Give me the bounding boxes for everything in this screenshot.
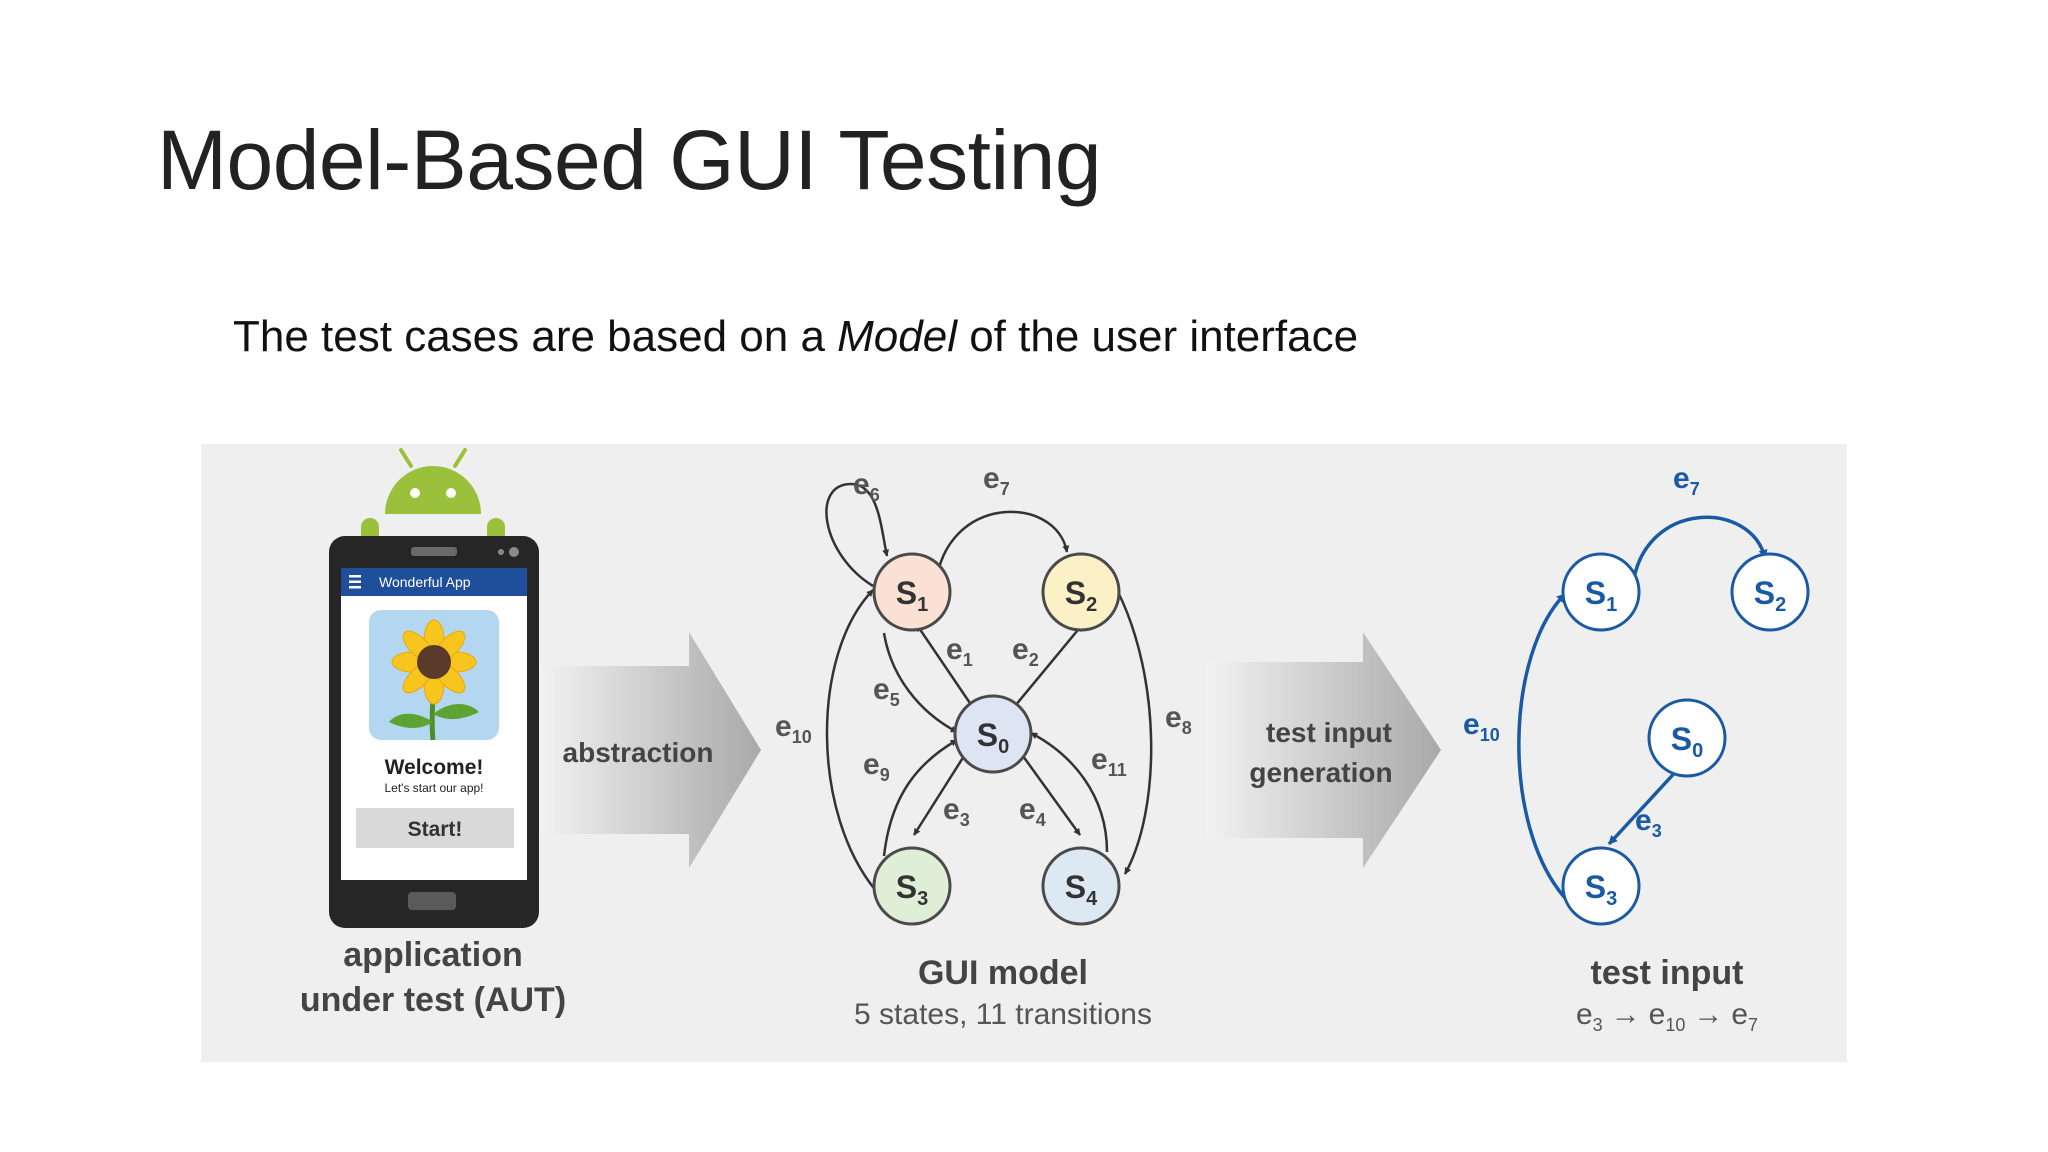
model-based-testing-figure: Wonderful App Welcome! Let's start our a… (201, 444, 1847, 1062)
event-label-e2: e2 (1012, 633, 1039, 670)
abstraction-label: abstraction (563, 737, 714, 768)
edge-e8 (1116, 591, 1153, 875)
state-subscript: 0 (998, 736, 1009, 758)
event-label-e1: e1 (946, 633, 973, 670)
sequence-arrow: → (1693, 998, 1723, 1031)
edge-e11 (1030, 731, 1109, 853)
event-label-e8: e8 (1165, 701, 1192, 738)
slide-title: Model-Based GUI Testing (157, 113, 1102, 207)
welcome-heading: Welcome! (385, 756, 484, 779)
state-s4: S4 (1041, 846, 1121, 926)
edge-e7 (934, 510, 1070, 585)
edge-e2 (1009, 624, 1083, 713)
gui-model-graph: S1 S2 S0 S3 S4 e6 e7 e1 e2 e5 e10 e8 e9 … (775, 462, 1192, 926)
subtitle-emphasis: Model (837, 312, 957, 361)
edge-e3 (912, 744, 973, 836)
gui-model-subtitle: 5 states, 11 transitions (854, 998, 1152, 1031)
edge-e4 (1013, 744, 1082, 836)
svg-text:S3: S3 (1585, 869, 1617, 910)
event-label-e10: e10 (775, 710, 812, 747)
svg-text:S2: S2 (1754, 575, 1786, 616)
hamburger-menu-icon (349, 575, 361, 589)
event-label-e7: e7 (983, 462, 1010, 499)
start-button-label: Start! (408, 818, 463, 841)
state-label: S (977, 717, 998, 753)
svg-text:S0: S0 (977, 717, 1009, 758)
state-subscript: 4 (1086, 888, 1098, 910)
aut-caption-line1: application (343, 936, 522, 974)
test-state-s1: S1 (1561, 552, 1641, 632)
test-input-title: test input (1591, 954, 1744, 992)
edge-e10 (825, 589, 878, 893)
state-s2: S2 (1041, 552, 1121, 632)
edge-e9 (882, 738, 958, 857)
subtitle-text-before: The test cases are based on a (233, 312, 838, 361)
event-label-e9: e9 (863, 748, 890, 785)
event-label-e5: e5 (873, 673, 900, 710)
state-s3: S3 (872, 846, 952, 926)
generation-label-line2: generation (1249, 757, 1392, 788)
welcome-subtext: Let's start our app! (384, 781, 483, 795)
test-state-s2: S2 (1730, 552, 1810, 632)
abstraction-arrow (539, 632, 761, 868)
event-label-e4: e4 (1019, 793, 1046, 830)
state-subscript: 3 (917, 888, 928, 910)
test-state-s0: S0 (1647, 698, 1727, 778)
state-s1: S1 (872, 552, 952, 632)
subtitle-text-after: of the user interface (956, 312, 1359, 361)
event-label-e6: e6 (853, 468, 880, 505)
app-title: Wonderful App (379, 574, 471, 590)
state-label: S (1065, 575, 1086, 611)
test-edge-e3 (1607, 764, 1683, 846)
svg-text:S3: S3 (896, 869, 928, 910)
gui-model-title: GUI model (918, 954, 1088, 992)
svg-text:S2: S2 (1065, 575, 1097, 616)
sunflower-image (369, 610, 499, 741)
start-button[interactable] (356, 808, 514, 848)
event-label-e11: e11 (1091, 743, 1127, 780)
state-label: S (896, 575, 917, 611)
svg-text:S1: S1 (1585, 575, 1617, 616)
test-event-label-e3: e3 (1635, 804, 1662, 841)
svg-text:S1: S1 (896, 575, 928, 616)
test-edge-e7 (1631, 515, 1768, 585)
svg-text:S4: S4 (1065, 869, 1098, 910)
aut-caption-line2: under test (AUT) (300, 981, 566, 1019)
edge-e1 (915, 624, 978, 713)
edge-e5 (882, 632, 958, 734)
generation-label-line1: test input (1266, 717, 1392, 748)
state-label: S (1065, 869, 1086, 905)
svg-text:S0: S0 (1671, 721, 1703, 762)
test-event-label-e7: e7 (1673, 462, 1700, 499)
state-label: S (896, 869, 917, 905)
state-subscript: 1 (917, 594, 928, 616)
state-s0: S0 (953, 694, 1033, 774)
event-label-e3: e3 (943, 793, 970, 830)
generation-arrow (1206, 632, 1441, 868)
test-input-graph: S1 S2 S0 S3 e7 e10 e3 (1463, 462, 1810, 926)
test-edge-e10 (1517, 592, 1567, 900)
test-input-sequence: e3→e10→e7 (1576, 998, 1758, 1035)
test-event-label-e10: e10 (1463, 708, 1500, 745)
sequence-arrow: → (1611, 998, 1641, 1031)
app-bar (341, 568, 527, 596)
test-state-s3: S3 (1561, 846, 1641, 926)
edge-e6 (825, 482, 890, 588)
state-subscript: 2 (1086, 594, 1097, 616)
slide-subtitle: The test cases are based on a Model of t… (233, 312, 1358, 362)
smartphone: Wonderful App Welcome! Let's start our a… (329, 536, 539, 928)
